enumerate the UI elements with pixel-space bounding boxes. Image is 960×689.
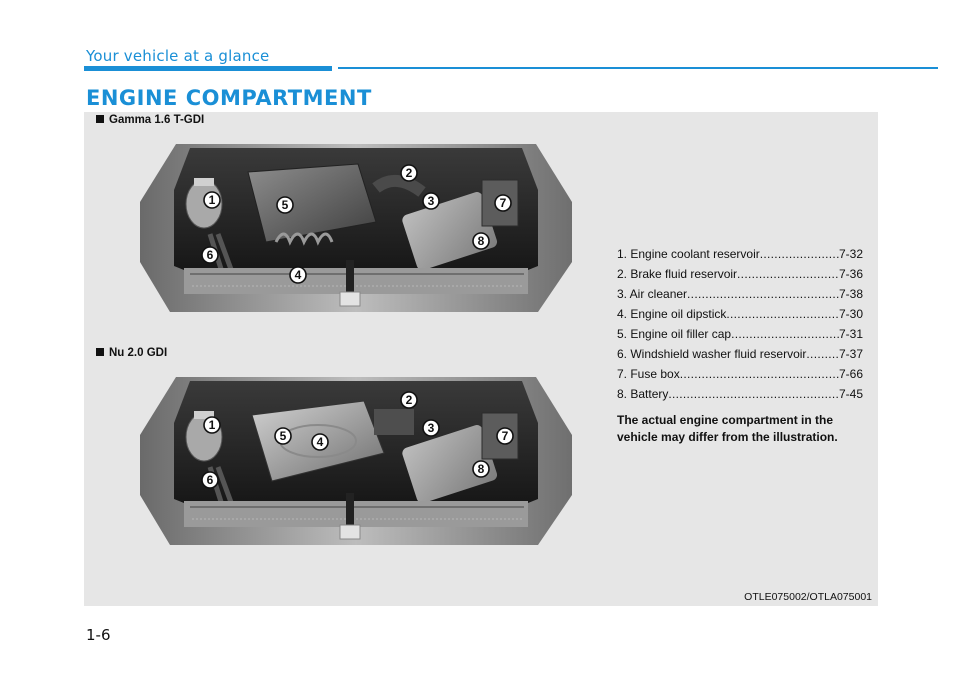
square-bullet-icon [96, 115, 104, 123]
svg-text:5: 5 [282, 198, 289, 212]
legend-item: 5. Engine oil filler cap 7-31 [617, 324, 863, 344]
square-bullet-icon [96, 348, 104, 356]
page-number: 1-6 [86, 626, 111, 644]
header-rule-thick [84, 66, 332, 71]
svg-text:1: 1 [209, 193, 216, 207]
callout-5: 5 [276, 196, 294, 214]
engine-illustration-nu: 1 2 3 4 5 6 7 8 [140, 377, 572, 545]
image-code: OTLE075002/OTLA075001 [744, 591, 872, 603]
header-rule-thin [338, 67, 938, 69]
callout-1: 1 [203, 191, 221, 209]
svg-text:6: 6 [207, 473, 214, 487]
svg-text:7: 7 [500, 196, 507, 210]
callout-6: 6 [201, 471, 219, 489]
callout-6: 6 [201, 246, 219, 264]
legend-item: 7. Fuse box 7-66 [617, 364, 863, 384]
svg-text:3: 3 [428, 194, 435, 208]
disclaimer-note: The actual engine compartment in the veh… [617, 413, 838, 444]
page-title: ENGINE COMPARTMENT [86, 86, 372, 110]
svg-text:5: 5 [280, 429, 287, 443]
illustration-panel: Gamma 1.6 T-GDI Nu 2.0 GDI 1 2 3 4 5 [84, 112, 878, 606]
callout-5: 5 [274, 427, 292, 445]
svg-text:3: 3 [428, 421, 435, 435]
callout-8: 8 [472, 460, 490, 478]
engine-illustration-gamma: 1 2 3 4 5 6 7 8 [140, 144, 572, 312]
callout-7: 7 [496, 427, 514, 445]
callout-7: 7 [494, 194, 512, 212]
callout-4: 4 [311, 433, 329, 451]
variant-label-gamma: Gamma 1.6 T-GDI [96, 114, 204, 126]
variant-label-nu: Nu 2.0 GDI [96, 347, 167, 359]
svg-text:4: 4 [317, 435, 324, 449]
legend-item: 4. Engine oil dipstick 7-30 [617, 304, 863, 324]
legend-item: 8. Battery 7-45 [617, 384, 863, 404]
svg-text:8: 8 [478, 234, 485, 248]
callout-1: 1 [203, 416, 221, 434]
svg-text:1: 1 [209, 418, 216, 432]
legend-item: 2. Brake fluid reservoir 7-36 [617, 264, 863, 284]
section-header: Your vehicle at a glance [86, 47, 270, 65]
callout-8: 8 [472, 232, 490, 250]
legend-item: 6. Windshield washer fluid reservoir 7-3… [617, 344, 863, 364]
svg-text:2: 2 [406, 393, 413, 407]
callout-2: 2 [400, 164, 418, 182]
callout-4: 4 [289, 266, 307, 284]
svg-text:6: 6 [207, 248, 214, 262]
callout-2: 2 [400, 391, 418, 409]
svg-text:8: 8 [478, 462, 485, 476]
callout-3: 3 [422, 192, 440, 210]
component-legend: 1. Engine coolant reservoir 7-32 2. Brak… [617, 244, 863, 404]
svg-text:4: 4 [295, 268, 302, 282]
legend-item: 1. Engine coolant reservoir 7-32 [617, 244, 863, 264]
svg-text:2: 2 [406, 166, 413, 180]
legend-item: 3. Air cleaner7-38 [617, 284, 863, 304]
svg-text:7: 7 [502, 429, 509, 443]
callout-3: 3 [422, 419, 440, 437]
